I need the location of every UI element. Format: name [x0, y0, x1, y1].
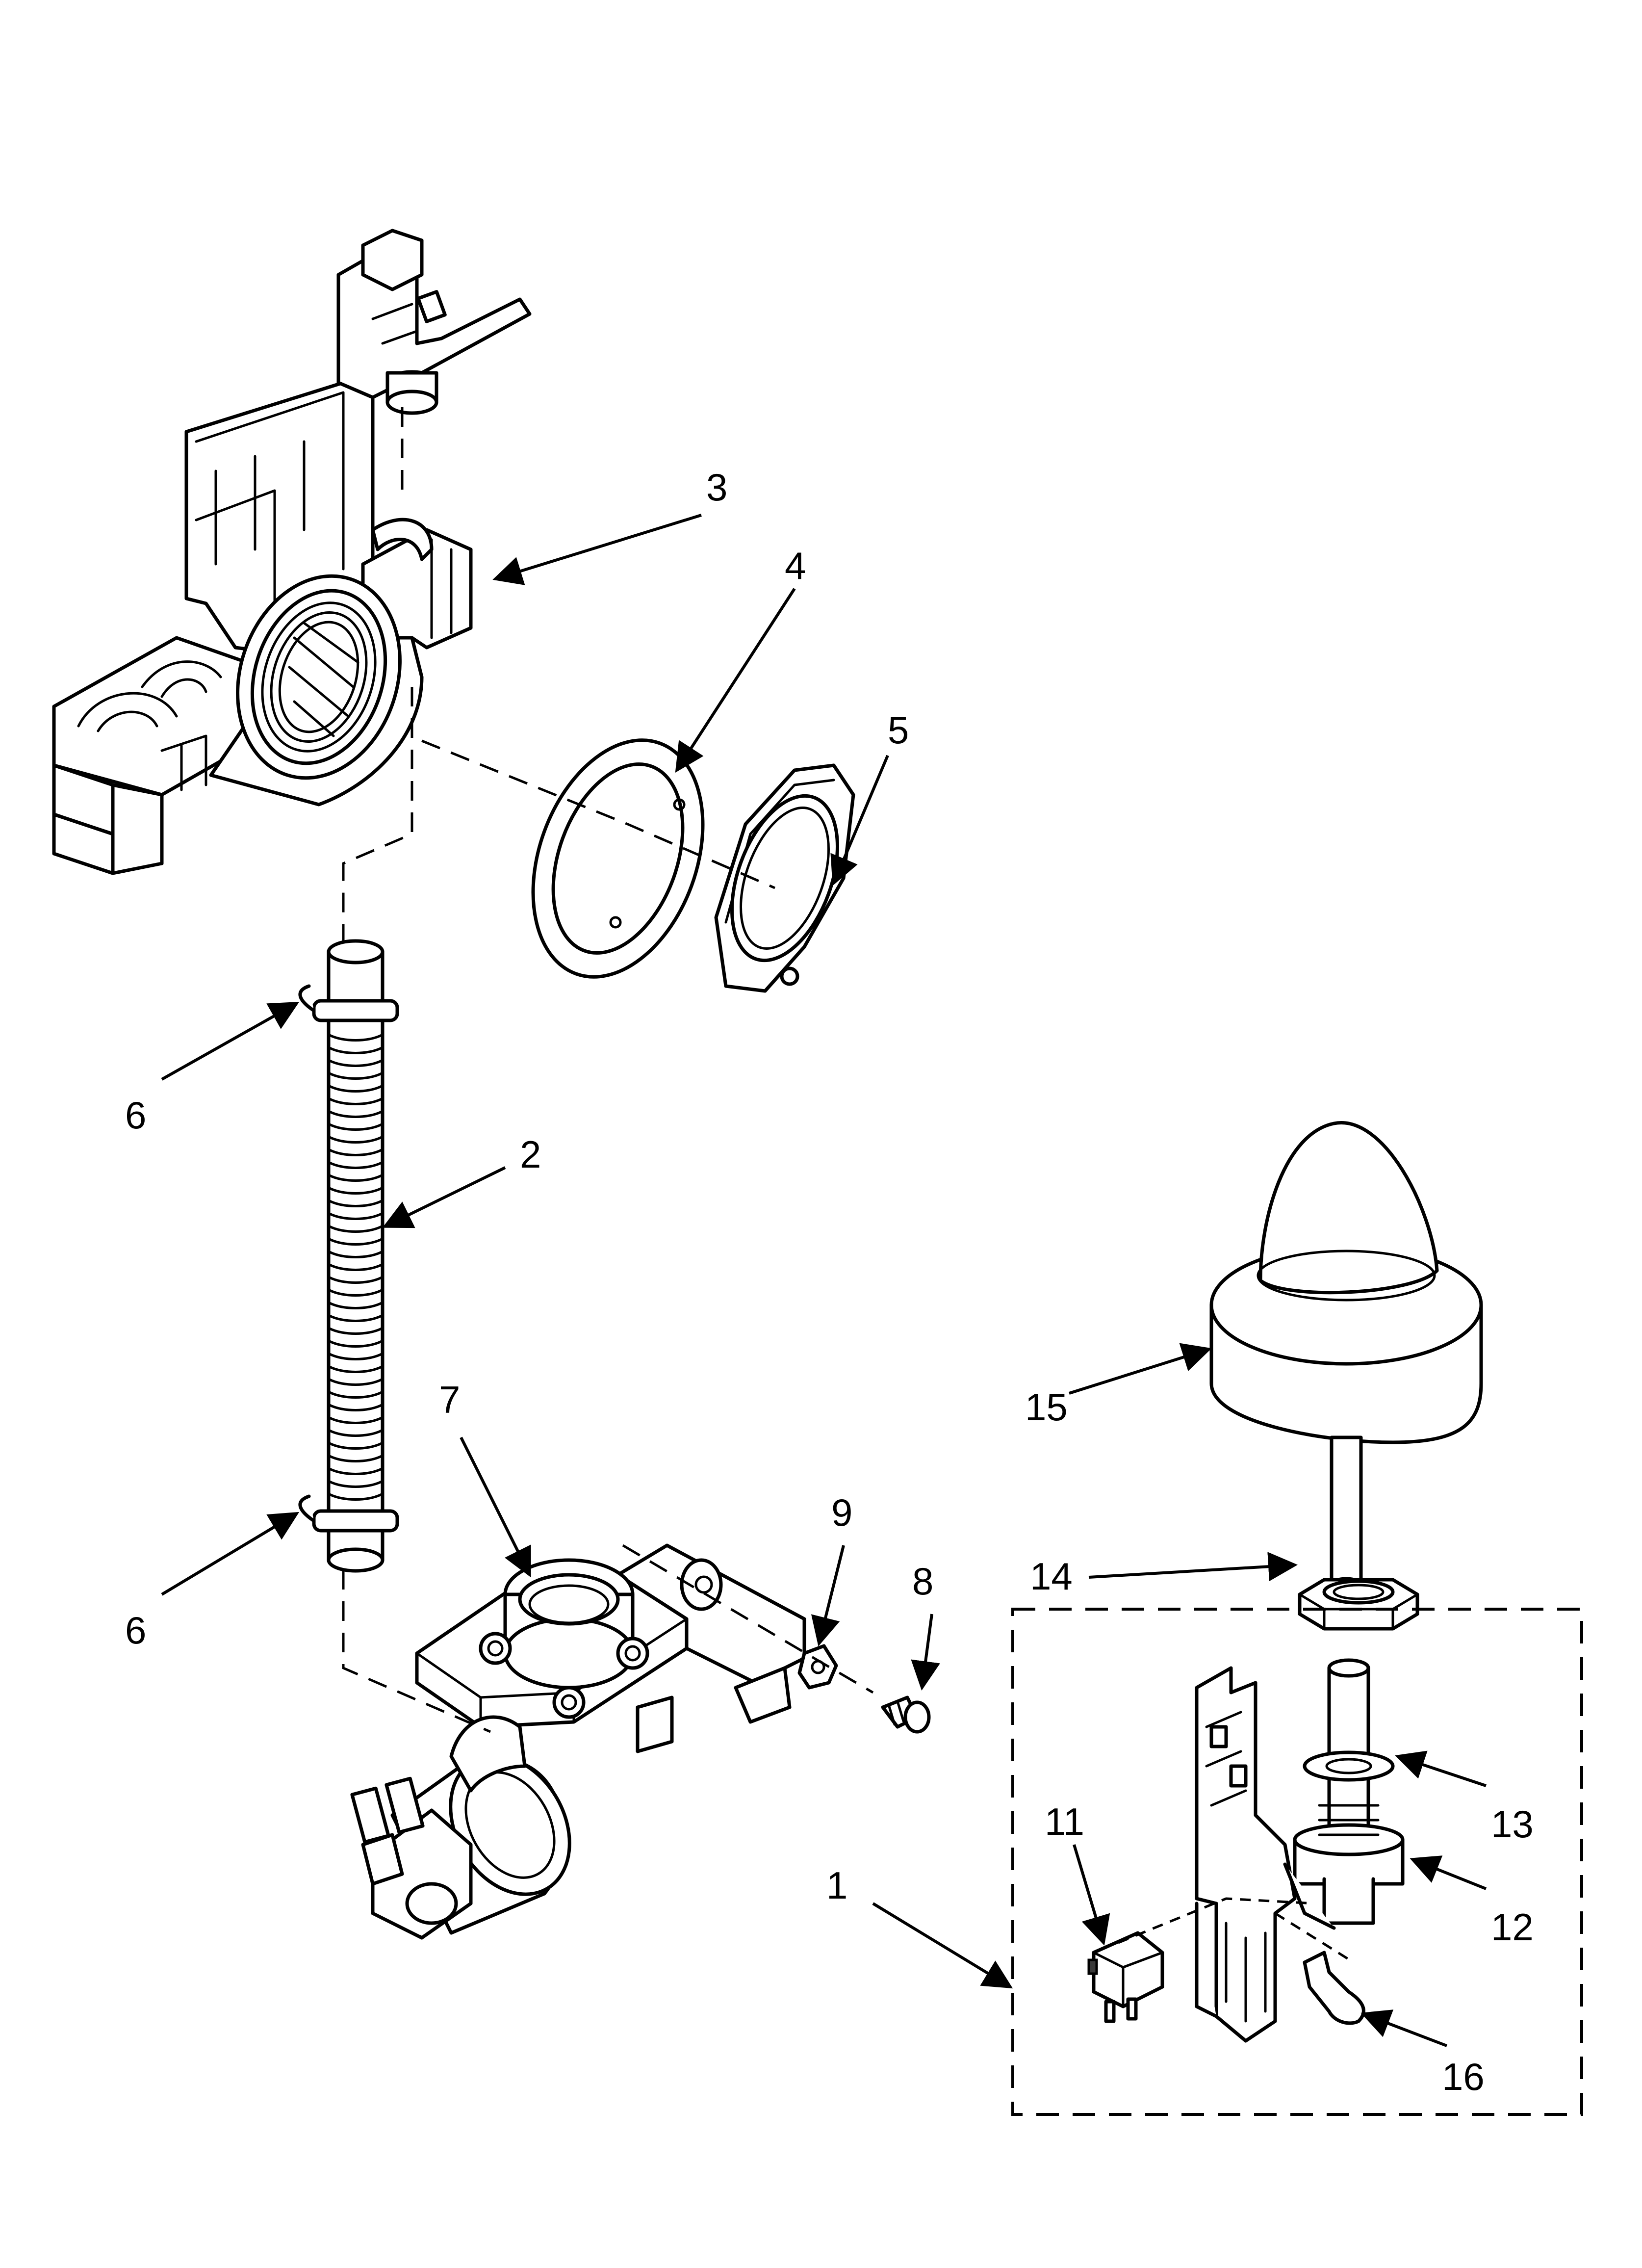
leader-11: [1073, 1844, 1110, 1946]
hose-rib: [328, 1327, 383, 1335]
part-3-housing: [52, 229, 532, 875]
callout-16: 16: [1442, 2055, 1485, 2098]
leader-16: [1360, 2009, 1448, 2047]
hose-rib: [328, 1199, 383, 1207]
part-5-nut: [714, 763, 855, 993]
hose-rib: [328, 1225, 383, 1233]
hose-rib: [328, 1455, 383, 1462]
leader-1: [872, 1902, 1013, 1989]
hose-rib: [328, 1085, 383, 1093]
callout-2: 2: [520, 1133, 541, 1176]
leader-5: [830, 755, 889, 886]
part-14-hex-nut: [1298, 1578, 1419, 1631]
part-2-hose: [298, 939, 399, 1573]
hose-rib: [328, 1046, 383, 1054]
hose-rib: [328, 1302, 383, 1309]
hose-rib: [328, 1353, 383, 1360]
hose-rib: [328, 1378, 383, 1386]
callout-13: 13: [1491, 1802, 1534, 1846]
leader-14: [1088, 1552, 1298, 1582]
leader-15: [1069, 1343, 1212, 1395]
hose-rib: [328, 1148, 383, 1156]
part-9-washer: [797, 1644, 838, 1690]
hose-rib: [328, 1251, 383, 1258]
callout-3: 3: [706, 466, 727, 509]
hose-rib: [328, 1391, 383, 1399]
leader-arrows: [161, 514, 1487, 2047]
callout-12: 12: [1491, 1905, 1534, 1949]
leader-8: [911, 1614, 940, 1691]
assembly-lines: [342, 407, 1355, 1964]
hose-rib: [328, 1289, 383, 1297]
callout-8: 8: [912, 1560, 933, 1603]
hose-rib: [328, 1034, 383, 1042]
hose-rib: [328, 1059, 383, 1067]
hose-rib: [328, 1161, 383, 1169]
leader-12: [1410, 1855, 1487, 1890]
part-1-assembly-box: [1011, 1608, 1583, 2116]
callout-15: 15: [1025, 1385, 1068, 1429]
hose-rib: [328, 1493, 383, 1501]
callout-7: 7: [439, 1378, 460, 1421]
hose-rib: [328, 1276, 383, 1284]
part-4-gasket: [531, 738, 705, 979]
hose-rib: [328, 1480, 383, 1488]
hose-rib: [328, 1467, 383, 1475]
hose-rib: [328, 1263, 383, 1271]
hose-rib: [328, 1416, 383, 1424]
leader-7: [460, 1436, 531, 1578]
callout-1: 1: [826, 1864, 847, 1907]
callout-9: 9: [831, 1491, 852, 1534]
leader-13: [1395, 1750, 1487, 1787]
hose-rib: [328, 1404, 383, 1411]
hose-rib: [328, 1212, 383, 1220]
leader-9: [811, 1545, 845, 1646]
part-15-float: [1209, 1121, 1483, 1592]
part-11-microswitch: [1087, 1931, 1164, 2023]
hose-rib: [328, 1314, 383, 1322]
callout-11: 11: [1045, 1800, 1084, 1843]
part-7-valve: [350, 1543, 806, 1940]
leader-6b: [161, 1512, 300, 1596]
hose-rib: [328, 1187, 383, 1195]
hose-rib: [328, 1174, 383, 1182]
callout-4: 4: [785, 544, 806, 587]
hose-rib: [328, 1365, 383, 1373]
part-1-bracket: [1195, 1658, 1405, 2043]
callout-labels: 3 4 5 6 2 6 7 9 8 15 14 13 12 11 1 16: [125, 466, 1534, 2098]
hose-rib: [328, 1136, 383, 1144]
callout-14: 14: [1030, 1555, 1073, 1598]
callout-6-upper: 6: [125, 1094, 146, 1137]
leader-3: [492, 514, 702, 585]
hose-rib: [328, 1110, 383, 1118]
hose-rib: [328, 1238, 383, 1246]
leader-2: [382, 1166, 506, 1228]
hose-rib: [328, 1340, 383, 1348]
leader-6a: [161, 1002, 300, 1081]
hose-rib: [328, 1442, 383, 1450]
callout-5: 5: [888, 708, 909, 752]
callout-6-lower: 6: [125, 1609, 146, 1652]
leader-4: [675, 588, 796, 773]
hose-rib: [328, 1072, 383, 1080]
part-8-screw: [881, 1695, 931, 1734]
hose-rib: [328, 1429, 383, 1437]
hose-rib: [328, 1097, 383, 1105]
part-16-lever: [1303, 1951, 1365, 2025]
hose-rib: [328, 1123, 383, 1131]
